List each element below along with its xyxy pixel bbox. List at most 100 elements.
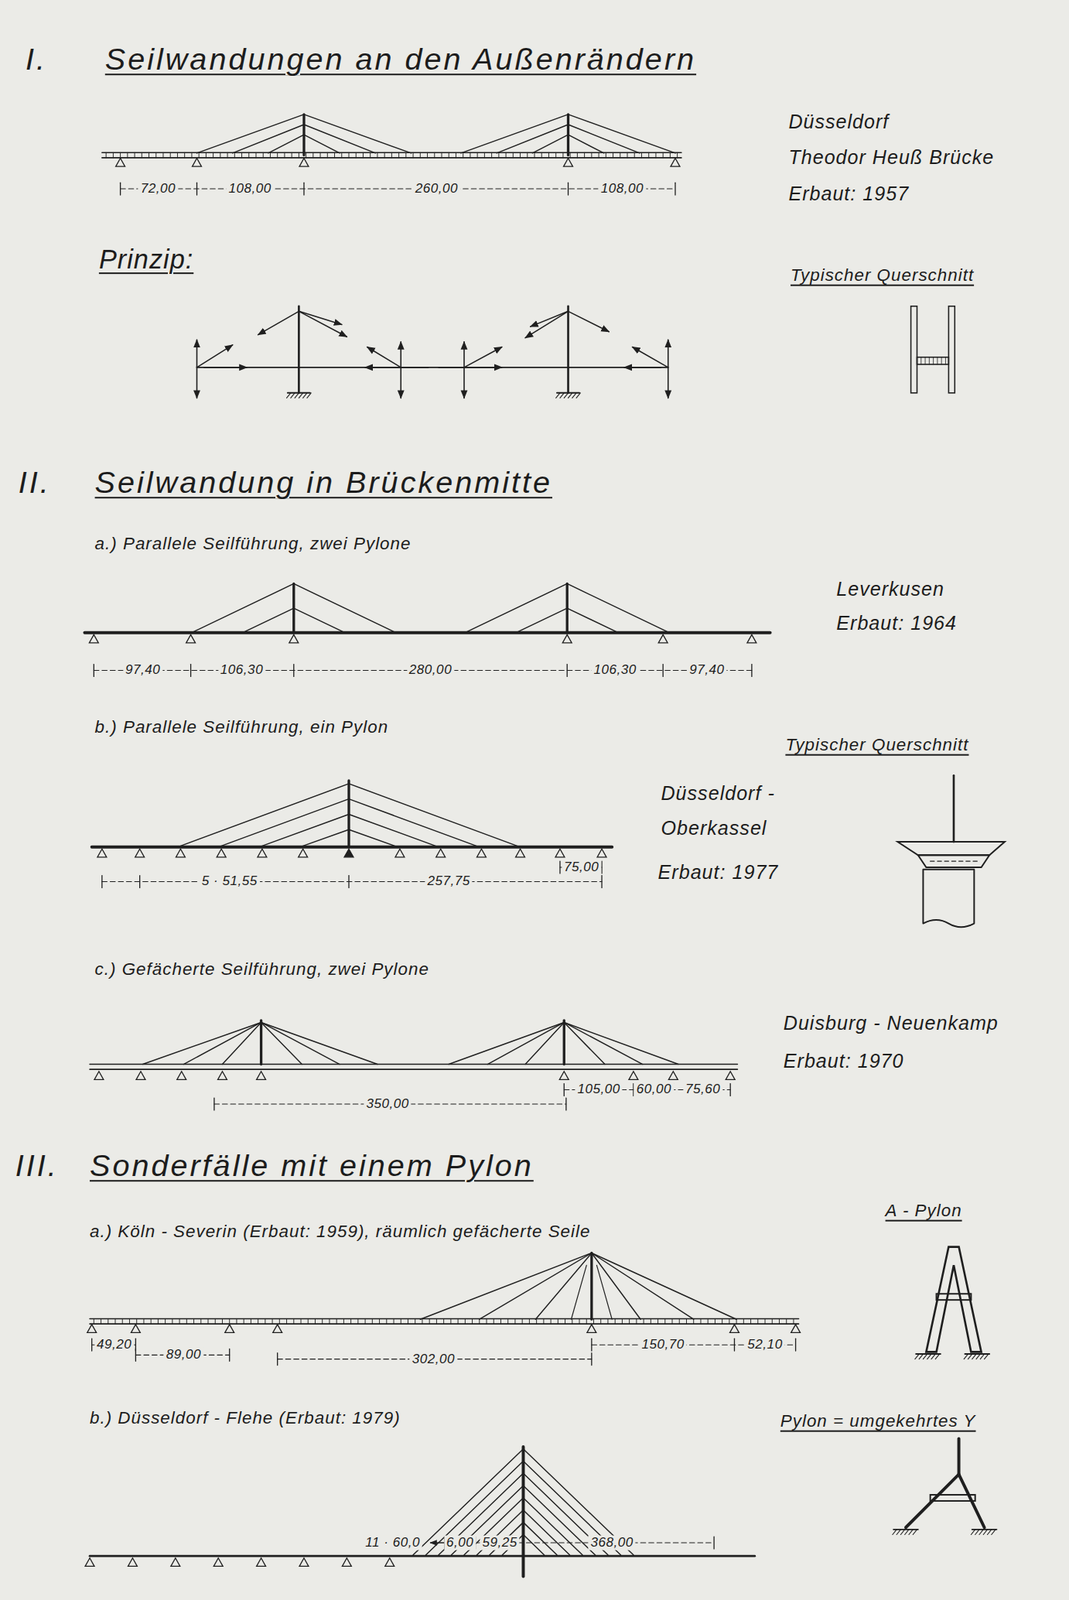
deck-tick xyxy=(248,152,250,158)
cable-plane xyxy=(911,306,918,393)
section-caption: Typischer Querschnitt xyxy=(785,734,969,755)
force-arrow xyxy=(399,367,402,399)
build-year: Erbaut: 1970 xyxy=(783,1050,905,1073)
force-arrow xyxy=(530,310,569,327)
stay-cable xyxy=(535,1253,592,1320)
force-arrow xyxy=(624,366,661,369)
force-arrow xyxy=(463,367,465,399)
dimension-tick xyxy=(196,182,198,195)
deck-tick xyxy=(186,1318,188,1325)
deck-tick xyxy=(413,152,414,158)
ground-hatch xyxy=(970,1529,975,1535)
subheading: Prinzip: xyxy=(99,245,194,275)
deck-tick xyxy=(650,1318,652,1325)
force-arrow xyxy=(568,310,610,332)
stay-cable xyxy=(568,124,640,154)
subheading: b.) Parallele Seilführung, ein Pylon xyxy=(95,717,390,738)
deck-tick xyxy=(462,152,464,158)
subheading: b.) Düsseldorf - Flehe (Erbaut: 1979) xyxy=(89,1408,401,1428)
bearing-symbol xyxy=(136,1071,146,1080)
deck-tick xyxy=(584,152,585,158)
dimension-tick xyxy=(93,664,95,677)
deck-tick xyxy=(785,1318,787,1325)
ground-hatch xyxy=(983,1529,988,1535)
dimension-tick xyxy=(566,664,568,677)
deck-tick xyxy=(778,1318,780,1325)
deck-tick xyxy=(743,1318,745,1325)
force-arrow xyxy=(667,339,670,368)
stay-cable xyxy=(221,1021,261,1064)
girder-line xyxy=(930,860,978,861)
stay-cable xyxy=(303,114,411,154)
deck-tick xyxy=(420,152,421,158)
deck-tick xyxy=(372,1318,373,1325)
ground-hatch xyxy=(307,392,311,399)
bearing-symbol xyxy=(257,848,267,858)
bridge-name: Theodor Heuß Brücke xyxy=(788,147,994,170)
deck-tick xyxy=(557,1318,559,1325)
stay-cable xyxy=(563,1021,605,1064)
deck-tick xyxy=(269,152,271,158)
deck-tick xyxy=(162,152,164,158)
deck-tick xyxy=(593,1318,595,1325)
ground-hatch xyxy=(927,1353,932,1360)
deck-tick xyxy=(157,1318,159,1325)
pylon xyxy=(297,306,301,393)
bearing-symbol xyxy=(658,634,668,643)
bearing-symbol xyxy=(385,1557,395,1567)
dimension-arrow xyxy=(430,1541,444,1543)
deck-tick xyxy=(600,1318,602,1325)
deck-tick xyxy=(357,1318,359,1325)
bearing-symbol xyxy=(256,1557,267,1567)
deck-tick xyxy=(193,1318,195,1325)
dimension-label: 150,70 xyxy=(639,1337,687,1353)
deck-tick xyxy=(500,1318,502,1325)
deck-tick xyxy=(421,1318,423,1325)
ground-hatch xyxy=(900,1529,905,1535)
deck-tick xyxy=(250,1318,252,1325)
ground-hatch xyxy=(980,1353,984,1360)
ground-hatch xyxy=(935,1353,940,1360)
deck-tick xyxy=(469,152,471,158)
ground-hatch xyxy=(979,1529,984,1535)
bearing-symbol xyxy=(127,1557,137,1567)
ground-hatch xyxy=(892,1529,897,1535)
deck-tick xyxy=(105,152,107,158)
bearing-symbol xyxy=(97,848,107,858)
box-girder xyxy=(918,854,990,868)
dimension-label: 52,10 xyxy=(744,1337,785,1353)
deck-tick xyxy=(676,152,678,158)
deck-tick xyxy=(414,1318,416,1325)
cable-plane xyxy=(948,306,955,393)
force-arrow xyxy=(197,344,233,368)
deck-tick xyxy=(369,152,371,158)
dimension-label: 106,30 xyxy=(591,662,639,678)
ground-hatch xyxy=(905,1529,909,1535)
ground-hatch xyxy=(896,1529,901,1535)
section-number: I. xyxy=(25,42,48,77)
dimension-label: 75,00 xyxy=(561,859,602,875)
force-arrow xyxy=(632,346,669,367)
stay-cable xyxy=(591,1253,641,1320)
ground-hatch xyxy=(922,1353,927,1360)
deck-tick xyxy=(607,1318,608,1325)
dimension-label: 106,30 xyxy=(218,662,266,678)
deck-tick xyxy=(191,152,192,158)
deck-tick xyxy=(398,152,400,158)
bearing-symbol xyxy=(218,1071,228,1080)
dimension-tick xyxy=(101,875,103,888)
bearing-symbol xyxy=(341,1557,352,1567)
deck-tick xyxy=(314,1318,316,1325)
deck-tick xyxy=(440,152,442,158)
deck-tick xyxy=(291,152,293,158)
build-year: Erbaut: 1964 xyxy=(836,612,957,635)
ground-hatch xyxy=(984,1353,989,1360)
dimension-tick xyxy=(190,664,192,677)
deck-tick xyxy=(448,152,450,158)
deck-line xyxy=(92,845,613,849)
dimension-tick xyxy=(730,1083,731,1097)
deck-tick xyxy=(320,152,322,158)
deck-tick xyxy=(505,152,507,158)
bearing-symbol xyxy=(597,848,607,858)
stay-cable xyxy=(438,1472,523,1554)
